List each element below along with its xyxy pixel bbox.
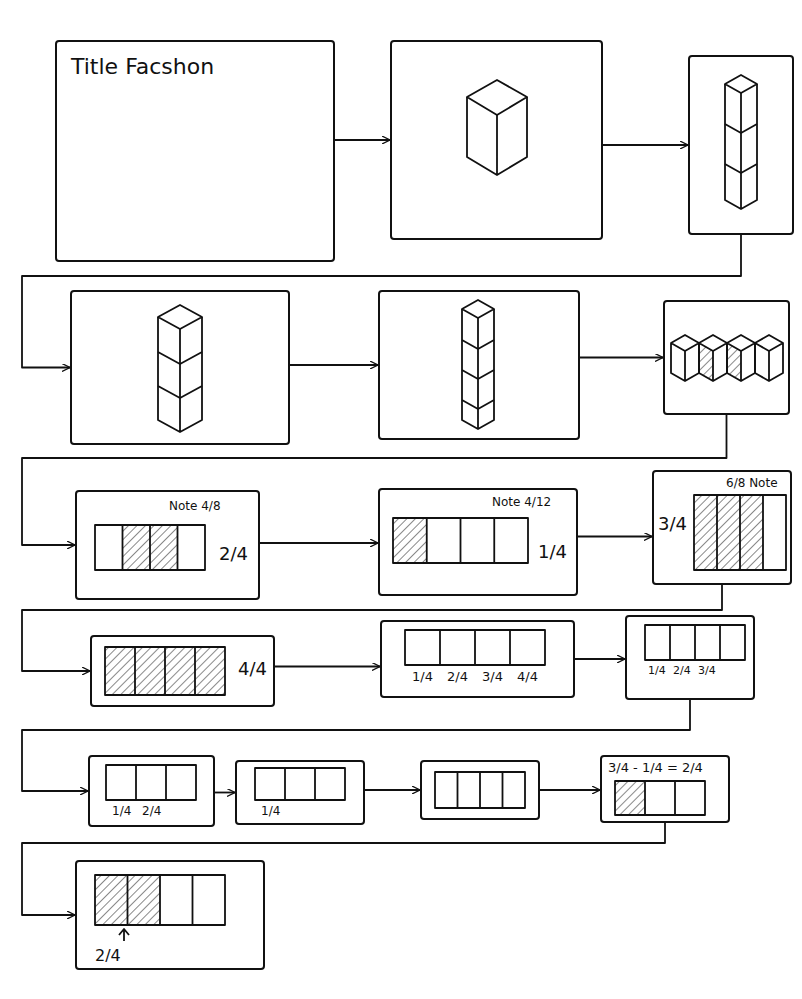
flow-arrow: [575, 658, 625, 660]
flow-arrow: [335, 139, 390, 141]
cube-row-sketch: [671, 335, 783, 381]
storyboard-frame: 1/4 2/4 3/4 4/4: [380, 620, 575, 698]
storyboard-frame: [390, 40, 603, 240]
fraction-label: 1/4: [261, 805, 280, 819]
flow-arrow: [365, 789, 420, 791]
stack-sketch: [158, 305, 202, 432]
fraction-label: 1/4: [648, 665, 666, 678]
fraction-label: 4/4: [517, 670, 538, 685]
fraction-bar: [405, 630, 545, 665]
fraction-bar: [255, 768, 345, 800]
storyboard-frame: 4/4: [90, 635, 275, 707]
flow-arrow: [22, 235, 741, 368]
fraction-label: Note 4/12: [492, 496, 551, 510]
flow-arrow: [603, 144, 688, 146]
stack-sketch: [462, 300, 494, 429]
fraction-label: 1/4: [412, 670, 433, 685]
fraction-bar: [106, 765, 196, 800]
flow-arrow: [22, 415, 727, 545]
fraction-bar: [615, 781, 705, 815]
fraction-bar: [694, 495, 786, 570]
flow-arrow: [22, 823, 665, 915]
fraction-label: Note 4/8: [169, 500, 221, 514]
storyboard-frame: [688, 55, 794, 235]
flow-arrow: [260, 542, 378, 544]
fraction-label: 6/8 Note: [726, 477, 778, 491]
fraction-label: 2/4: [219, 544, 248, 565]
storyboard-frame: [378, 290, 580, 440]
fraction-label: 2/4: [95, 947, 121, 965]
fraction-label: 3/4: [698, 665, 716, 678]
storyboard-frame: [663, 300, 790, 415]
storyboard-frame: Note 4/12 1/4: [378, 488, 578, 596]
cube-sketch: [467, 80, 527, 175]
fraction-label: 3/4: [658, 514, 687, 535]
storyboard-frame: 6/8 Note 3/4: [652, 470, 792, 585]
fraction-label: 3/4: [482, 670, 503, 685]
frame-title: Title Facshon: [71, 54, 214, 79]
fraction-bar: [95, 875, 225, 941]
storyboard-frame: [420, 760, 540, 820]
fraction-bar: [645, 625, 745, 660]
storyboard-frame: 2/4: [75, 860, 265, 970]
fraction-label: 4/4: [238, 659, 267, 680]
flow-arrow: [290, 364, 378, 366]
storyboard-frame: Title Facshon: [55, 40, 335, 262]
fraction-label: 1/4: [538, 542, 567, 563]
fraction-label: 2/4: [142, 805, 161, 819]
storyboard-frame: 1/4: [235, 760, 365, 825]
flow-arrow: [22, 585, 722, 671]
fraction-label: 2/4: [673, 665, 691, 678]
fraction-bar: [393, 518, 528, 563]
flow-arrow: [540, 789, 600, 791]
flow-arrow: [22, 700, 690, 791]
fraction-label: 1/4: [112, 805, 131, 819]
fraction-bar: [435, 772, 525, 808]
stack-sketch: [725, 75, 757, 209]
fraction-bar: [95, 525, 205, 570]
fraction-label: 2/4: [447, 670, 468, 685]
storyboard-frame: [70, 290, 290, 445]
storyboard-frame: Note 4/8 2/4: [75, 490, 260, 600]
flow-arrow: [215, 792, 235, 794]
flow-arrow: [275, 666, 380, 668]
fraction-bar: [105, 647, 225, 695]
storyboard-frame: 1/4 2/4: [88, 755, 215, 827]
storyboard-frame: 3/4 - 1/4 = 2/4: [600, 755, 730, 823]
storyboard-frame: 1/4 2/4 3/4: [625, 615, 755, 700]
fraction-label: 3/4 - 1/4 = 2/4: [608, 761, 703, 776]
flow-arrow: [578, 536, 652, 538]
flow-arrow: [580, 357, 663, 359]
